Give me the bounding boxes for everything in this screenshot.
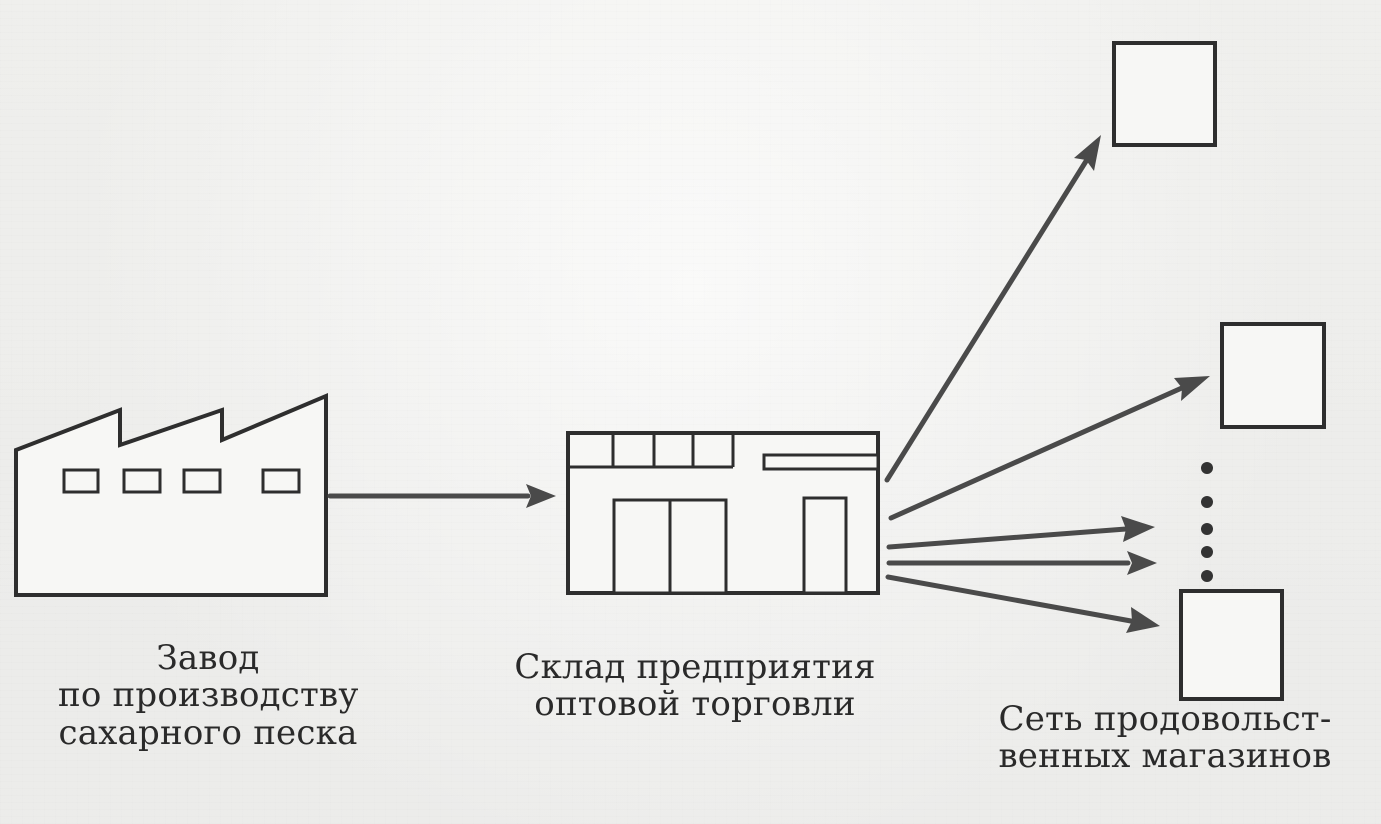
- arrow-warehouse-to-shop-2: [888, 384, 1187, 521]
- factory-window-2: [122, 468, 162, 494]
- ellipsis-dot-1: [1201, 462, 1213, 474]
- ellipsis-dot-4: [1201, 546, 1213, 558]
- factory-building-outline: [14, 392, 328, 597]
- shops-label: Сеть продовольст- венных магазинов: [970, 699, 1360, 777]
- shops-label-line-1: Сеть продовольст-: [998, 699, 1332, 739]
- arrowhead-factory-to-warehouse: [526, 484, 556, 508]
- shop-network: [1112, 41, 1326, 701]
- factory-label-line-2: по производству: [58, 675, 359, 716]
- warehouse-label-line-1: Склад предприятия: [514, 647, 876, 687]
- warehouse-label: Склад предприятия оптовой торговли: [500, 647, 890, 725]
- shop-box-5: [1179, 589, 1284, 701]
- warehouse-door: [802, 496, 848, 595]
- factory-label: Завод по производству сахарного песка: [58, 638, 359, 753]
- warehouse-icon: [566, 431, 880, 595]
- flow-arrows: [327, 135, 1210, 633]
- shop-box-2: [1220, 322, 1326, 429]
- arrow-warehouse-to-shop-3: [886, 526, 1129, 550]
- factory-window-4: [261, 468, 301, 494]
- warehouse-label-line-2: оптовой торговли: [534, 684, 856, 725]
- ellipsis-dot-3: [1201, 523, 1213, 535]
- factory-icon: [14, 392, 328, 597]
- arrowhead-warehouse-to-shop-5: [1126, 607, 1160, 633]
- factory-label-line-1: Завод: [156, 638, 260, 678]
- factory-label-line-3: сахарного песка: [58, 712, 358, 753]
- arrowhead-warehouse-to-shop-1: [1074, 135, 1101, 171]
- arrowhead-warehouse-to-shop-2: [1174, 376, 1210, 401]
- arrowhead-warehouse-to-shop-4: [1127, 551, 1157, 575]
- shop-box-1: [1112, 41, 1217, 147]
- shops-label-line-2: венных магазинов: [998, 736, 1332, 777]
- factory-window-1: [62, 468, 100, 494]
- ellipsis-dot-2: [1201, 496, 1213, 508]
- ellipsis-dot-5: [1201, 570, 1213, 582]
- warehouse-sign-strip: [762, 453, 880, 471]
- arrow-warehouse-to-shop-5: [885, 574, 1134, 624]
- factory-window-3: [182, 468, 222, 494]
- arrowhead-warehouse-to-shop-3: [1121, 516, 1155, 542]
- arrow-warehouse-to-shop-1: [884, 155, 1091, 483]
